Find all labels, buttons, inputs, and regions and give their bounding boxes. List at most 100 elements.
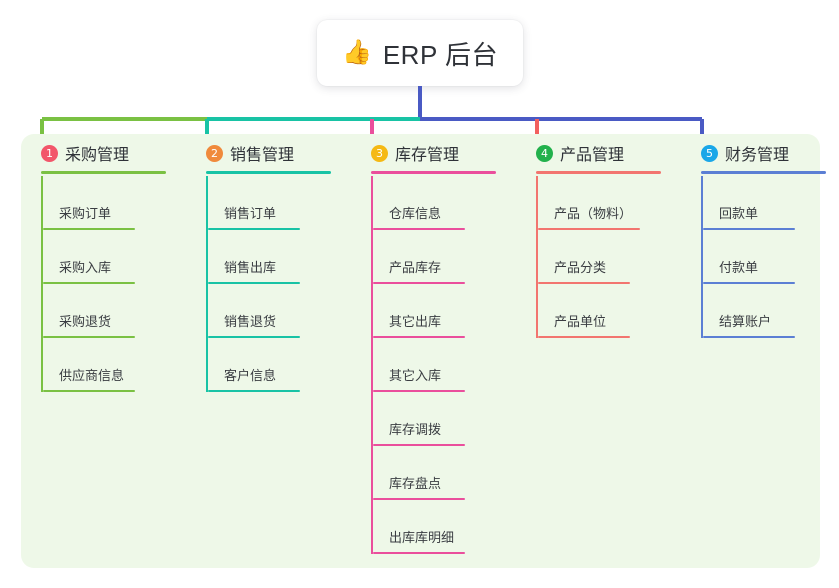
module-badge-4: 4 bbox=[536, 144, 553, 162]
submenu-item-underline bbox=[208, 390, 300, 392]
submenu-item[interactable]: 产品单位 bbox=[536, 284, 680, 338]
submenu-list-2: 销售订单销售出库销售退货客户信息 bbox=[186, 176, 350, 392]
submenu-spine-3 bbox=[371, 176, 373, 554]
module-header-underline-5 bbox=[701, 171, 826, 174]
submenu-list-3: 仓库信息产品库存其它出库其它入库库存调拨库存盘点出库库明细 bbox=[351, 176, 515, 554]
submenu-item[interactable]: 采购退货 bbox=[41, 284, 185, 338]
module-badge-1: 1 bbox=[41, 144, 58, 162]
submenu-item-label: 其它入库 bbox=[389, 368, 442, 383]
submenu-item-label: 产品单位 bbox=[554, 314, 607, 329]
submenu-item-underline bbox=[373, 444, 465, 446]
submenu-spine-1 bbox=[41, 176, 43, 392]
submenu-item-label: 销售退货 bbox=[224, 314, 277, 329]
submenu-item[interactable]: 客户信息 bbox=[206, 338, 350, 392]
module-header-underline-1 bbox=[41, 171, 166, 174]
submenu-item[interactable]: 其它出库 bbox=[371, 284, 515, 338]
module-header-2[interactable]: 2 销售管理 bbox=[186, 134, 350, 174]
submenu-spine-5 bbox=[701, 176, 703, 338]
module-title-5: 财务管理 bbox=[725, 147, 790, 164]
submenu-spine-2 bbox=[206, 176, 208, 392]
submenu-item-underline bbox=[43, 390, 135, 392]
submenu-item-label: 采购订单 bbox=[59, 206, 112, 221]
module-badge-5: 5 bbox=[701, 144, 718, 162]
submenu-item-underline bbox=[208, 228, 300, 230]
submenu-item[interactable]: 库存盘点 bbox=[371, 446, 515, 500]
module-column-2: 2 销售管理销售订单销售出库销售退货客户信息 bbox=[186, 134, 350, 392]
submenu-item-underline bbox=[373, 336, 465, 338]
submenu-item-underline bbox=[538, 228, 640, 230]
submenu-item[interactable]: 其它入库 bbox=[371, 338, 515, 392]
submenu-item-label: 库存盘点 bbox=[389, 476, 442, 491]
submenu-list-4: 产品（物料） 产品分类产品单位 bbox=[516, 176, 680, 338]
submenu-item-underline bbox=[538, 336, 630, 338]
submenu-item-label: 销售出库 bbox=[224, 260, 277, 275]
root-node-erp-backend[interactable]: 👍 ERP 后台 bbox=[317, 20, 523, 86]
submenu-item-label: 采购入库 bbox=[59, 260, 112, 275]
submenu-item[interactable]: 产品分类 bbox=[536, 230, 680, 284]
root-node-title: ERP 后台 bbox=[382, 39, 499, 70]
submenu-item-underline bbox=[373, 390, 465, 392]
submenu-item[interactable]: 产品（物料） bbox=[536, 176, 680, 230]
submenu-item-underline bbox=[43, 282, 135, 284]
submenu-item-underline bbox=[373, 228, 465, 230]
submenu-item-underline bbox=[208, 282, 300, 284]
submenu-item[interactable]: 库存调拨 bbox=[371, 392, 515, 446]
module-column-5: 5 财务管理回款单付款单结算账户 bbox=[681, 134, 839, 338]
submenu-item-label: 仓库信息 bbox=[389, 206, 442, 221]
submenu-item-underline bbox=[373, 552, 465, 554]
submenu-item[interactable]: 回款单 bbox=[701, 176, 839, 230]
submenu-item-underline bbox=[43, 336, 135, 338]
thumbs-up-icon: 👍 bbox=[341, 39, 372, 66]
module-column-4: 4 产品管理产品（物料） 产品分类产品单位 bbox=[516, 134, 680, 338]
root-node-content: 👍 ERP 后台 bbox=[342, 35, 498, 72]
submenu-item[interactable]: 采购订单 bbox=[41, 176, 185, 230]
submenu-item-label: 供应商信息 bbox=[59, 368, 125, 383]
module-badge-2: 2 bbox=[206, 144, 223, 162]
submenu-item[interactable]: 供应商信息 bbox=[41, 338, 185, 392]
submenu-item[interactable]: 付款单 bbox=[701, 230, 839, 284]
module-badge-3: 3 bbox=[371, 144, 388, 162]
submenu-item-underline bbox=[373, 498, 465, 500]
submenu-item[interactable]: 仓库信息 bbox=[371, 176, 515, 230]
submenu-item[interactable]: 销售订单 bbox=[206, 176, 350, 230]
module-header-underline-2 bbox=[206, 171, 331, 174]
module-title-1: 采购管理 bbox=[65, 147, 130, 164]
submenu-item-underline bbox=[703, 282, 795, 284]
submenu-item-underline bbox=[538, 282, 630, 284]
module-title-3: 库存管理 bbox=[395, 147, 460, 164]
submenu-item-label: 库存调拨 bbox=[389, 422, 442, 437]
submenu-item-underline bbox=[43, 228, 135, 230]
module-title-4: 产品管理 bbox=[560, 147, 625, 164]
submenu-spine-4 bbox=[536, 176, 538, 338]
submenu-item-underline bbox=[373, 282, 465, 284]
module-header-5[interactable]: 5 财务管理 bbox=[681, 134, 839, 174]
submenu-item-label: 产品库存 bbox=[389, 260, 442, 275]
module-title-2: 销售管理 bbox=[230, 147, 295, 164]
module-column-3: 3 库存管理仓库信息产品库存其它出库其它入库库存调拨库存盘点出库库明细 bbox=[351, 134, 515, 554]
submenu-item-label: 采购退货 bbox=[59, 314, 112, 329]
submenu-list-5: 回款单付款单结算账户 bbox=[681, 176, 839, 338]
submenu-item[interactable]: 采购入库 bbox=[41, 230, 185, 284]
module-header-underline-4 bbox=[536, 171, 661, 174]
module-header-underline-3 bbox=[371, 171, 496, 174]
submenu-item[interactable]: 出库库明细 bbox=[371, 500, 515, 554]
submenu-list-1: 采购订单采购入库采购退货供应商信息 bbox=[21, 176, 185, 392]
submenu-item-underline bbox=[703, 228, 795, 230]
submenu-item[interactable]: 销售出库 bbox=[206, 230, 350, 284]
submenu-item[interactable]: 销售退货 bbox=[206, 284, 350, 338]
module-header-4[interactable]: 4 产品管理 bbox=[516, 134, 680, 174]
submenu-item[interactable]: 结算账户 bbox=[701, 284, 839, 338]
modules-panel bbox=[21, 134, 820, 568]
submenu-item[interactable]: 产品库存 bbox=[371, 230, 515, 284]
submenu-item-label: 销售订单 bbox=[224, 206, 277, 221]
submenu-item-label: 其它出库 bbox=[389, 314, 442, 329]
submenu-item-label: 回款单 bbox=[719, 206, 759, 221]
module-header-3[interactable]: 3 库存管理 bbox=[351, 134, 515, 174]
submenu-item-label: 客户信息 bbox=[224, 368, 277, 383]
submenu-item-label: 出库库明细 bbox=[389, 530, 455, 545]
submenu-item-label: 产品分类 bbox=[554, 260, 607, 275]
module-header-1[interactable]: 1 采购管理 bbox=[21, 134, 185, 174]
submenu-item-label: 结算账户 bbox=[719, 314, 772, 329]
module-column-1: 1 采购管理采购订单采购入库采购退货供应商信息 bbox=[21, 134, 185, 392]
